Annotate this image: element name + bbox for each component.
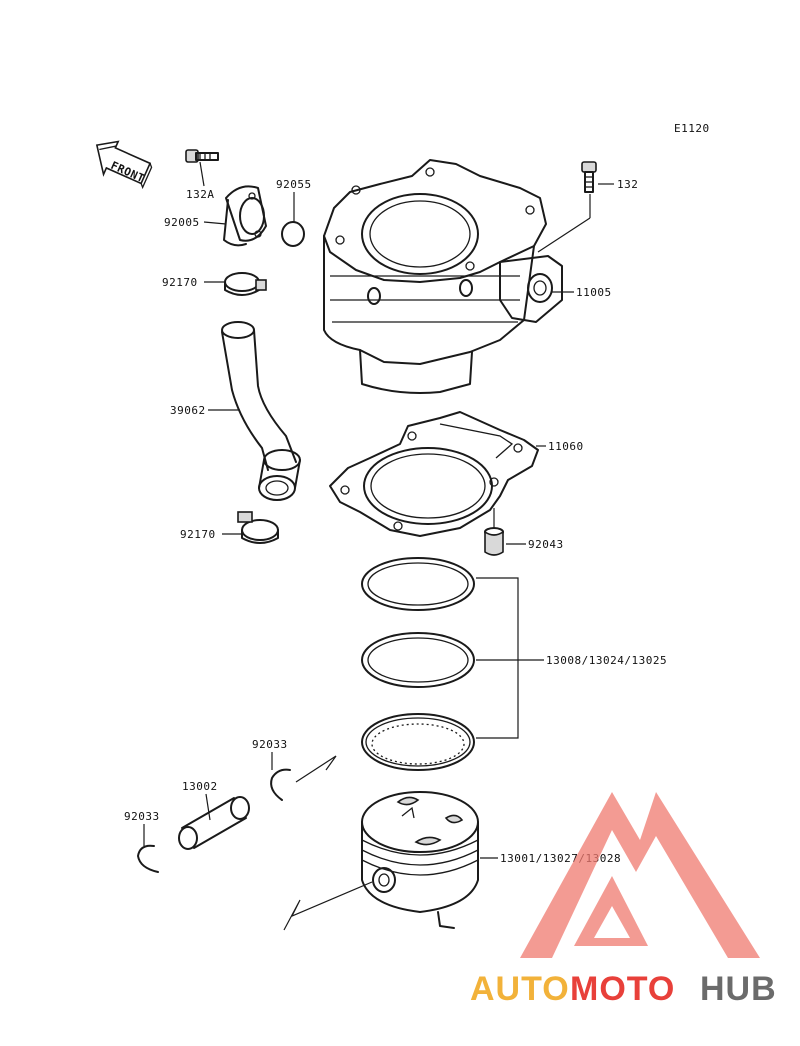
part-label-rings: 13008/13024/13025 xyxy=(546,654,667,667)
part-label-92005: 92005 xyxy=(164,216,200,229)
circlip-92033-left xyxy=(137,844,159,873)
part-label-13002: 13002 xyxy=(182,780,218,793)
hose-39062 xyxy=(221,321,301,501)
part-label-132: 132 xyxy=(617,178,638,191)
fitting-92005 xyxy=(223,185,267,247)
watermark-auto: AUTO xyxy=(470,970,570,1008)
cylinder-11005 xyxy=(323,159,563,394)
gasket-11060 xyxy=(329,411,539,537)
diagram-code: E1120 xyxy=(674,122,710,135)
o-ring-92055 xyxy=(281,221,305,247)
part-label-132a: 132A xyxy=(186,188,215,201)
watermark-moto: MOTO xyxy=(570,970,675,1008)
part-label-92170-upper: 92170 xyxy=(162,276,198,289)
part-label-39062: 39062 xyxy=(170,404,206,417)
watermark-hub: HUB xyxy=(700,970,777,1008)
clamp-92170-upper xyxy=(224,272,267,296)
front-arrow-icon xyxy=(95,140,153,190)
piston-ring-second xyxy=(361,632,475,688)
part-label-92033-left: 92033 xyxy=(124,810,160,823)
part-label-piston: 13001/13027/13028 xyxy=(500,852,621,865)
part-label-11005: 11005 xyxy=(576,286,612,299)
bolt-132 xyxy=(581,161,597,193)
part-label-92043: 92043 xyxy=(528,538,564,551)
piston-13001 xyxy=(361,791,479,929)
part-label-92170-lower: 92170 xyxy=(180,528,216,541)
piston-pin-13002 xyxy=(178,796,250,850)
part-label-92055: 92055 xyxy=(276,178,312,191)
watermark-logo-icon xyxy=(520,792,760,958)
part-label-11060: 11060 xyxy=(548,440,584,453)
clamp-92170-lower xyxy=(237,511,279,544)
circlip-92033-right xyxy=(270,768,291,801)
piston-ring-oil xyxy=(361,713,475,771)
dowel-92043 xyxy=(484,527,504,556)
bolt-132a xyxy=(185,149,219,163)
piston-ring-top xyxy=(361,557,475,611)
part-label-92033-right: 92033 xyxy=(252,738,288,751)
